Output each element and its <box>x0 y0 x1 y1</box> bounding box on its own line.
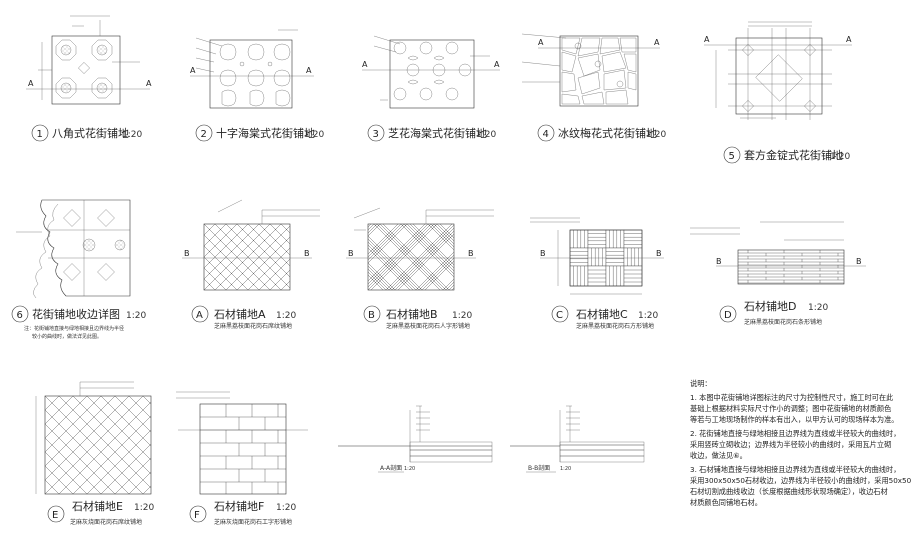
drawing-scale: 1:20 <box>646 130 666 140</box>
drawing-ganoderma-begonia-paving: A A 3 芝花海棠式花街铺地 1:20 <box>362 35 500 142</box>
section-mark-a-left: A <box>190 66 196 75</box>
drawing-stone-paving-a: B B A 石材铺地A 1:20 芝麻黑荔枝面花岗石席纹铺地 <box>182 199 320 330</box>
section-mark-a-right: A <box>306 66 312 75</box>
drawing-scale: 1:20 <box>134 503 154 513</box>
drawing-subtitle: 芝麻灰烧面花岗石工字形铺地 <box>214 518 292 526</box>
section-mark-b-right: B <box>856 257 862 266</box>
drawing-scale: 1:20 <box>122 130 142 140</box>
section-a-a: A-A剖面 1:20 <box>338 405 493 473</box>
drawing-title: 石材铺地D <box>744 299 796 313</box>
drawing-number: 5 <box>729 151 735 162</box>
drawing-title: 石材铺地C <box>576 307 628 321</box>
drawing-square-ingot-paving: A A 5 套方金锭式花街铺地 1:20 <box>704 21 852 164</box>
notes-line: 采用竖砖立砌收边；边界线为半径较小的曲线时，采用瓦片立砌 <box>690 440 891 449</box>
section-mark-a-right: A <box>146 79 152 88</box>
drawing-number: F <box>194 510 200 521</box>
notes-line: 1. 本图中花街铺地详图标注的尺寸为控制性尺寸，施工时可在此 <box>690 393 893 402</box>
drawing-title: 十字海棠式花街铺地 <box>216 126 315 140</box>
drawing-number: 2 <box>201 129 207 140</box>
notes-heading: 说明： <box>690 379 712 388</box>
drawing-number: E <box>52 510 58 521</box>
section-mark-a-left: A <box>28 79 34 88</box>
section-mark-b-right: B <box>656 249 662 258</box>
section-title: A-A剖面 <box>380 464 402 472</box>
drawing-title: 石材铺地F <box>214 499 264 513</box>
section-scale: 1:20 <box>560 466 571 472</box>
drawing-cross-begonia-paving: A A 2 十字海棠式花街铺地 1:20 <box>190 29 324 142</box>
drawing-note: 较小的曲线时，做法详见此图。 <box>32 333 102 340</box>
drawing-number: B <box>368 310 375 321</box>
notes-line: 收边，做法见⑥。 <box>690 451 747 460</box>
drawing-title: 芝花海棠式花街铺地 <box>388 126 487 140</box>
drawing-scale: 1:20 <box>276 311 296 321</box>
drawing-title: 八角式花街铺地 <box>52 126 129 140</box>
drawing-scale: 1:20 <box>452 311 472 321</box>
drawing-stone-paving-f: F 石材铺地F 1:20 芝麻灰烧面花岗石工字形铺地 <box>176 391 308 526</box>
drawing-stone-paving-e: E 石材铺地E 1:20 芝麻灰烧面花岗石席纹铺地 <box>35 381 154 526</box>
notes-line: 材质颜色同铺地石材。 <box>690 498 762 507</box>
drawing-number-circle <box>31 124 49 142</box>
notes-line: 2. 花街铺地直接与绿地相接且边界线为直线或半径较大的曲线时， <box>690 429 900 438</box>
notes-line: 等若与工地现场制作的样本有出入，以甲方认可的现场样本为准。 <box>690 415 898 424</box>
drawing-stone-paving-c: B B C 石材铺地C 1:20 芝麻黑荔枝面花岗石方形铺地 <box>530 217 664 330</box>
section-mark-b-right: B <box>304 249 310 258</box>
drawing-subtitle: 芝麻黑荔枝面花岗石人字形铺地 <box>386 322 470 330</box>
drawing-scale: 1:20 <box>808 303 828 313</box>
section-title: B-B剖面 <box>528 464 550 472</box>
drawing-number: 4 <box>543 129 549 140</box>
drawing-number: D <box>724 310 732 321</box>
drawing-stone-paving-b: B B B 石材铺地B 1:20 芝麻黑荔枝面花岗石人字形铺地 <box>346 207 494 330</box>
drawing-number: 6 <box>17 310 23 321</box>
drawing-title: 花街铺地收边详图 <box>32 307 120 321</box>
drawing-title: 石材铺地A <box>214 307 266 321</box>
section-mark-b-left: B <box>540 249 546 258</box>
drawing-number: C <box>556 310 563 321</box>
drawing-note: 注：花街铺地直接与绿地相接且边界线为半径 <box>24 325 124 332</box>
drawing-scale: 1:20 <box>304 130 324 140</box>
section-mark-b-left: B <box>348 249 354 258</box>
section-scale: 1:20 <box>404 466 415 472</box>
drawing-ice-crack-plum-paving: A A 4 冰纹梅花式花街铺地 1:20 <box>521 33 666 142</box>
section-mark-b-left: B <box>184 249 190 258</box>
drawing-octagon-paving: A A 1 八角式花街铺地 1:20 <box>26 15 152 142</box>
drawing-subtitle: 芝麻灰烧面花岗石席纹铺地 <box>70 518 142 526</box>
drawing-edge-detail: 6 花街铺地收边详图 1:20 注：花街铺地直接与绿地相接且边界线为半径 较小的… <box>11 199 146 340</box>
notes-block: 说明： 1. 本图中花街铺地详图标注的尺寸为控制性尺寸，施工时可在此 基础上根据… <box>690 379 911 507</box>
notes-line: 石材切割成曲线收边（长度根据曲线形状现场确定），收边石材 <box>690 487 888 496</box>
section-mark-a-right: A <box>846 35 852 44</box>
drawing-subtitle: 芝麻黑荔枝面花岗石席纹铺地 <box>214 322 292 330</box>
drawing-title: 冰纹梅花式花街铺地 <box>558 126 657 140</box>
drawing-scale: 1:20 <box>126 311 146 321</box>
drawing-number: 3 <box>373 129 379 140</box>
drawing-number: 1 <box>37 129 43 140</box>
section-mark-a-left: A <box>704 35 710 44</box>
drawing-scale: 1:20 <box>276 503 296 513</box>
drawing-number: A <box>196 310 203 321</box>
drawing-title: 石材铺地B <box>386 307 438 321</box>
drawing-subtitle: 芝麻黑荔枝面花岗石方形铺地 <box>576 322 654 330</box>
section-mark-b-right: B <box>468 249 474 258</box>
drawing-subtitle: 芝麻黑荔枝面花岗石条形铺地 <box>744 318 822 326</box>
drawing-title: 石材铺地E <box>72 499 123 513</box>
section-mark-b-left: B <box>716 257 722 266</box>
drawing-scale: 1:20 <box>476 130 496 140</box>
section-mark-a-right: A <box>654 38 660 47</box>
drawing-title: 套方金锭式花街铺地 <box>744 148 843 162</box>
section-mark-a-right: A <box>494 60 500 69</box>
section-b-b: B-B剖面 1:20 <box>510 405 645 473</box>
section-mark-a-left: A <box>538 38 544 47</box>
drawing-scale: 1:20 <box>830 152 850 162</box>
notes-line: 采用300x50x50石材收边，边界线为半径较小的曲线时，采用50x50 <box>690 476 911 485</box>
notes-line: 3. 石材铺地直接与绿地相接且边界线为直线或半径较大的曲线时， <box>690 465 900 474</box>
drawing-stone-paving-d: B B D 石材铺地D 1:20 芝麻黑荔枝面花岗石条形铺地 <box>690 221 866 326</box>
section-mark-a-left: A <box>362 60 368 69</box>
notes-line: 基础上根据材料实际尺寸作小的调整；图中花街铺地的材质颜色 <box>690 404 891 413</box>
drawing-scale: 1:20 <box>638 311 658 321</box>
